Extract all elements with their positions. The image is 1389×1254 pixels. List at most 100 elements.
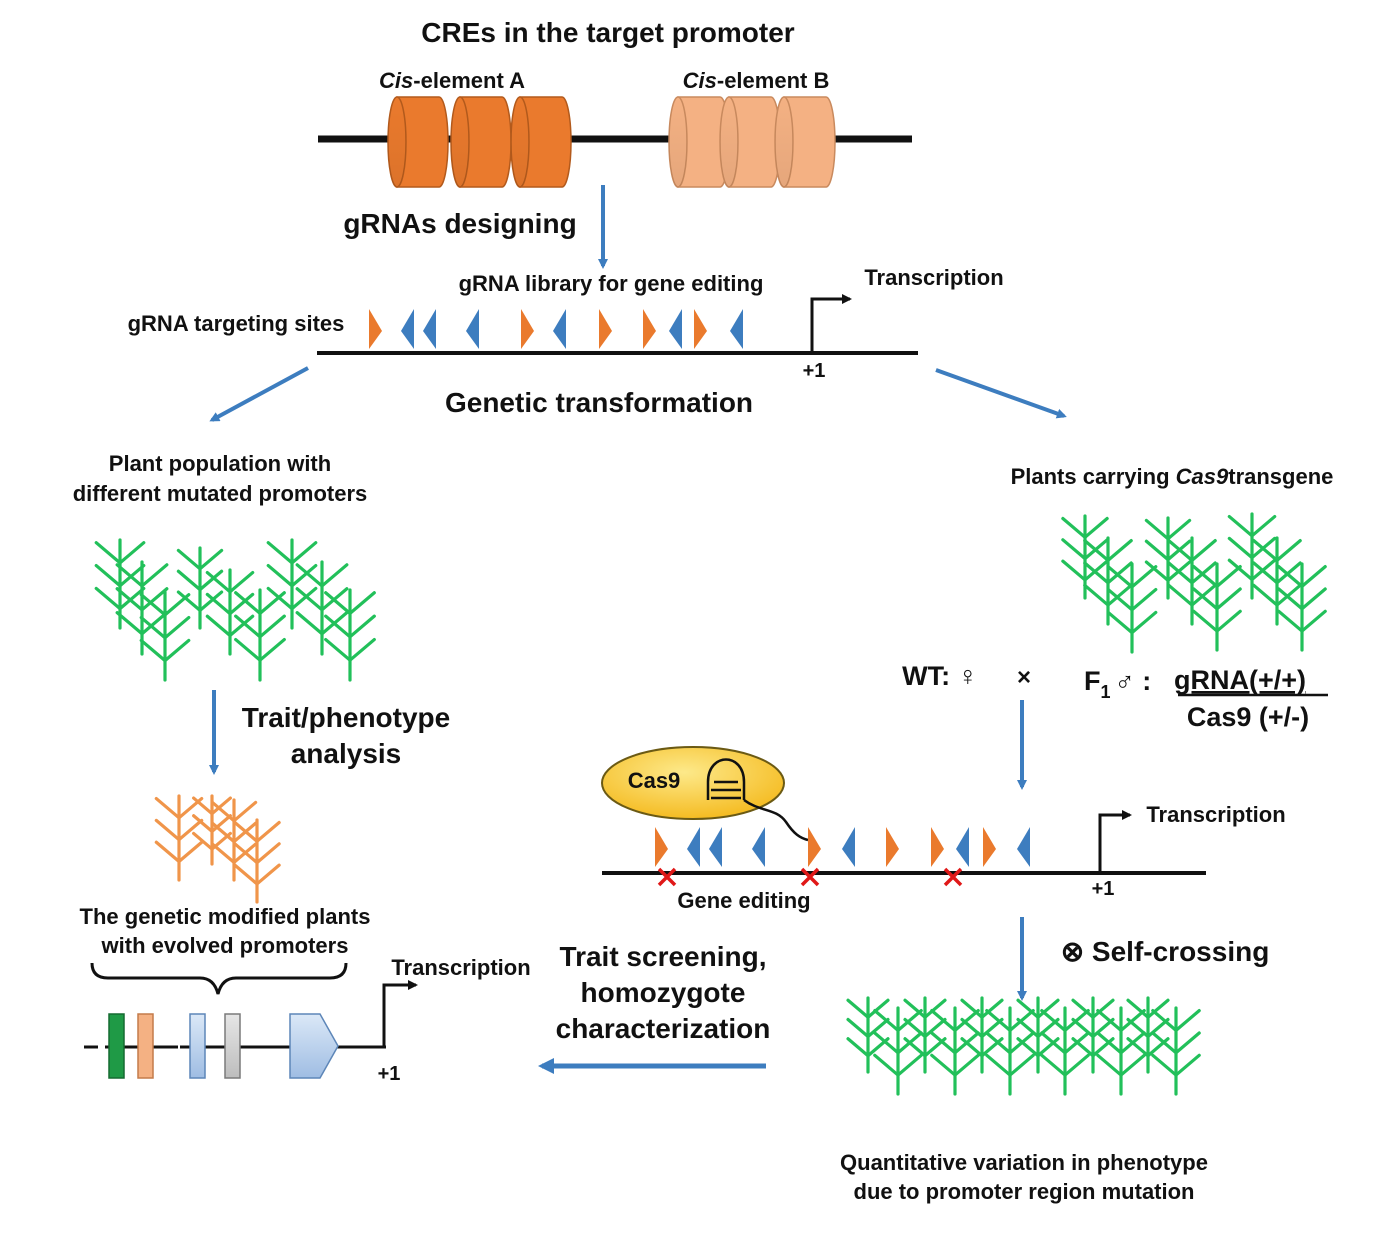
cis-element-a-cylinders <box>387 96 572 188</box>
cis-element-b-label: Cis-element B <box>683 68 830 93</box>
grna-targeting-sites-label: gRNA targeting sites <box>128 311 345 336</box>
cis-element-a-label: Cis-element A <box>379 68 525 93</box>
grna-site-reverse <box>423 309 436 349</box>
grna-site-forward <box>694 309 707 349</box>
grna-site-forward <box>599 309 612 349</box>
cre-cylinder <box>450 96 512 188</box>
plant-icon <box>1151 1006 1201 1096</box>
plant-icon <box>1227 512 1277 600</box>
grna-site-forward <box>643 309 656 349</box>
plant-icon <box>1252 536 1302 626</box>
plant-icon <box>985 1006 1035 1096</box>
trait-screening-line2: homozygote <box>581 977 746 1008</box>
grna-site-forward <box>521 309 534 349</box>
plant-icon <box>154 794 204 882</box>
quant-variation-line1: Quantitative variation in phenotype <box>840 1150 1208 1175</box>
plant-icon <box>1167 536 1217 626</box>
plant-icon <box>234 588 286 682</box>
evolved-promoter-construct <box>84 980 418 1079</box>
cas9-transgenic-plants <box>1061 512 1327 654</box>
population-label-line1: Plant population with <box>109 451 331 476</box>
plant-icon <box>210 798 258 882</box>
self-crossing-label: ⊗ Self-crossing <box>1061 936 1270 967</box>
population-label-line2: different mutated promoters <box>73 481 368 506</box>
quant-variation-line2: due to promoter region mutation <box>854 1179 1195 1204</box>
transcription-label-right: Transcription <box>1146 802 1285 827</box>
plant-icon <box>873 1006 923 1096</box>
curly-brace <box>90 962 348 995</box>
grna-glyph-row-bottom <box>655 827 1030 867</box>
plant-icon <box>1096 1006 1146 1096</box>
grna-site-reverse <box>730 309 743 349</box>
grna-site-forward <box>983 827 996 867</box>
plant-icon <box>233 818 281 904</box>
green-cre-block <box>108 1013 125 1079</box>
self-crossed-population <box>846 996 1201 1096</box>
grna-site-reverse <box>553 309 566 349</box>
cre-cylinder <box>719 96 781 188</box>
plant-icon <box>1061 514 1109 600</box>
plus-one-left: +1 <box>378 1063 401 1085</box>
grna-site-reverse <box>842 827 855 867</box>
plant-icon <box>1277 562 1327 652</box>
plant-icon <box>1106 562 1158 654</box>
cut-site-mark <box>657 867 677 887</box>
plant-population-mutated <box>94 538 376 682</box>
tss-arrow-left <box>382 980 418 1047</box>
f1-male-label: F1♂ : <box>1084 666 1151 702</box>
plus-one-top: +1 <box>803 360 826 382</box>
cross-symbol: × <box>1017 664 1031 691</box>
arrow-to-right-branch <box>935 368 1067 419</box>
cas9-label: Cas9 <box>628 768 681 793</box>
blue-cre-block <box>189 1013 206 1079</box>
tss-arrow-right <box>1098 810 1132 873</box>
cre-cylinder <box>668 96 730 188</box>
grey-cre-block <box>224 1013 241 1079</box>
cas9-plants-label: Plants carrying Cas9transgene <box>1011 464 1334 489</box>
grna-site-forward <box>808 827 821 867</box>
plus-one-right: +1 <box>1092 878 1115 900</box>
modified-plants-line1: The genetic modified plants <box>80 904 371 929</box>
cut-sites <box>657 867 963 887</box>
plant-icon <box>930 1006 980 1096</box>
transcription-label-top: Transcription <box>864 265 1003 290</box>
cis-element-b-cylinders <box>668 96 836 188</box>
plant-icon <box>1083 536 1133 626</box>
cre-cylinder <box>510 96 572 188</box>
cre-cylinder <box>387 96 449 188</box>
arrow-to-left-branch <box>209 366 309 422</box>
plant-icon <box>1040 1006 1090 1096</box>
genetic-transformation-label: Genetic transformation <box>445 387 753 418</box>
grna-site-reverse <box>687 827 700 867</box>
cut-site-mark <box>943 867 963 887</box>
modified-plants-line2: with evolved promoters <box>101 933 349 958</box>
plant-icon <box>115 560 169 656</box>
wt-female-label: WT: ♀ <box>902 661 978 691</box>
grna-site-forward <box>369 309 382 349</box>
grna-site-forward <box>655 827 668 867</box>
grna-site-reverse <box>466 309 479 349</box>
orange-cre-block <box>137 1013 154 1079</box>
grna-library-label: gRNA library for gene editing <box>459 271 764 296</box>
grnas-designing-label: gRNAs designing <box>343 208 576 239</box>
plant-icon <box>1192 562 1242 652</box>
genotype-grna: gRNA(+/+) <box>1174 665 1306 695</box>
genotype-cas9: Cas9 (+/-) <box>1187 702 1309 732</box>
grna-site-reverse <box>1017 827 1030 867</box>
transcription-label-left: Transcription <box>391 955 530 980</box>
grna-site-reverse <box>752 827 765 867</box>
gene-editing-label: Gene editing <box>677 888 810 913</box>
plant-icon <box>1016 996 1060 1074</box>
grna-site-reverse <box>401 309 414 349</box>
trait-label-line2: analysis <box>291 738 402 769</box>
plant-icon <box>324 588 376 682</box>
grna-glyph-row-top <box>369 309 743 349</box>
grna-site-reverse <box>709 827 722 867</box>
grna-site-reverse <box>956 827 969 867</box>
core-promoter-arrow-block <box>289 1013 339 1079</box>
selected-plants-orange <box>154 794 281 904</box>
plant-icon <box>139 590 191 682</box>
trait-screening-line1: Trait screening, <box>560 941 767 972</box>
plant-icon <box>960 996 1004 1074</box>
